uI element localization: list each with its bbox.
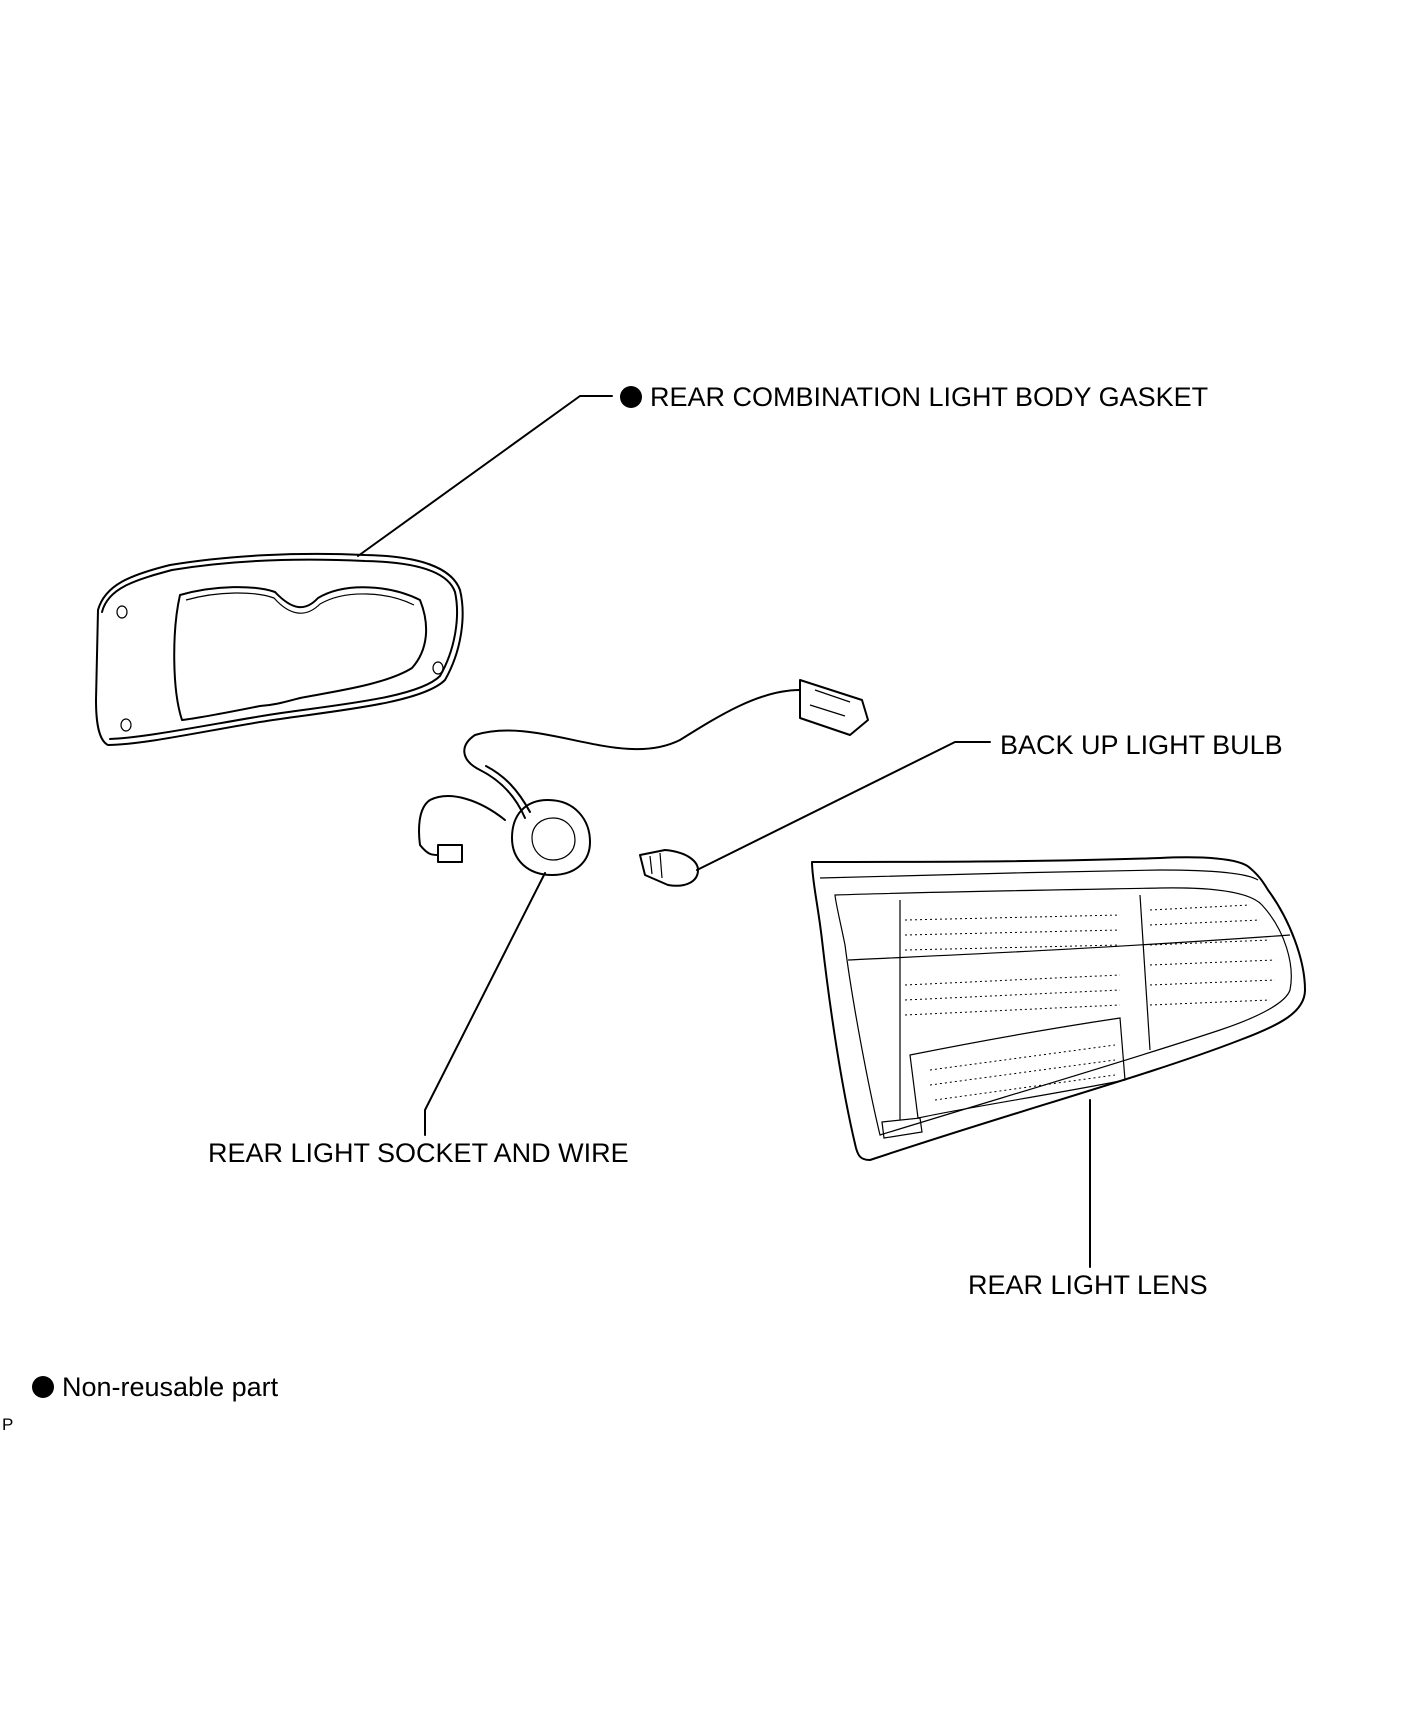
- lens-label: REAR LIGHT LENS: [968, 1270, 1208, 1300]
- bulb-drawing: [639, 849, 699, 887]
- gasket-label: REAR COMBINATION LIGHT BODY GASKET: [620, 384, 1208, 411]
- socket-leader-line: [424, 872, 546, 1136]
- gasket-drawing: [95, 552, 464, 746]
- legend: Non-reusable part: [32, 1374, 278, 1401]
- legend-text: Non-reusable part: [62, 1372, 279, 1402]
- socket-wire-drawing: [418, 679, 869, 876]
- bulb-label: BACK UP LIGHT BULB: [1000, 730, 1283, 760]
- corner-code: P: [2, 1415, 14, 1434]
- filled-circle-icon: [32, 1376, 54, 1398]
- lens-drawing: [811, 856, 1306, 1161]
- gasket-label-text: REAR COMBINATION LIGHT BODY GASKET: [650, 382, 1209, 412]
- bulb-leader-line: [696, 741, 991, 871]
- non-reusable-marker-icon: [620, 386, 642, 408]
- socket-label: REAR LIGHT SOCKET AND WIRE: [208, 1138, 629, 1168]
- gasket-leader-line: [357, 395, 613, 557]
